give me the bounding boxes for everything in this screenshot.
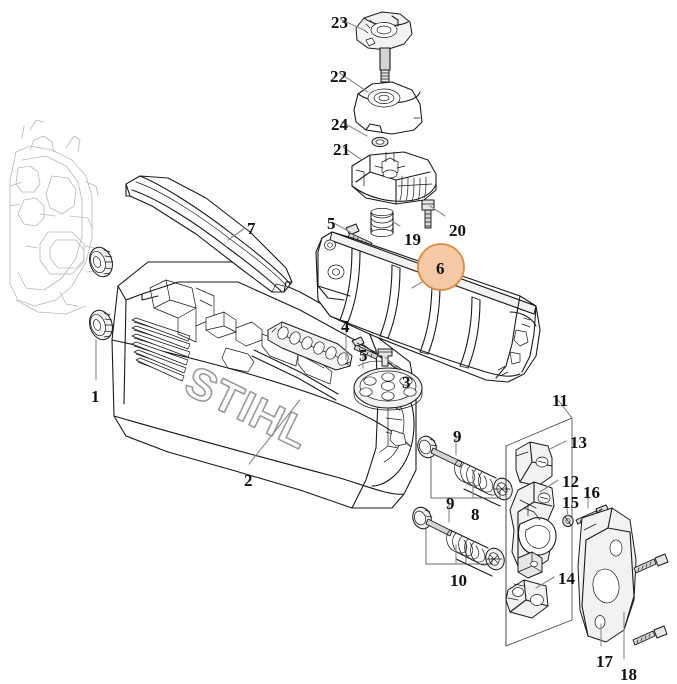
part-8-coil-spring-assembly-upper	[417, 435, 513, 507]
leader-line-20	[429, 205, 446, 217]
leader-line-23	[341, 19, 365, 31]
callout-label-18: 18	[620, 665, 637, 684]
part-7-curved-handle-cover	[125, 175, 293, 293]
part-23-knurled-knob	[355, 11, 413, 83]
leader-line-12	[539, 479, 559, 493]
callout-label-7: 7	[247, 219, 256, 238]
highlight-marker-part-6[interactable]	[417, 243, 465, 291]
callout-leaders	[95, 19, 625, 660]
highlight-circle[interactable]	[417, 243, 465, 291]
callout-label-5b: 5	[327, 214, 336, 233]
callout-label-9b: 9	[446, 494, 455, 513]
callout-label-21: 21	[333, 140, 350, 159]
callout-label-11: 11	[552, 391, 569, 410]
callout-label-19: 19	[404, 230, 421, 249]
part-13-clamp-block	[515, 441, 553, 487]
coil-spring-lower	[446, 529, 493, 577]
callout-label-5: 5	[359, 346, 368, 365]
part-4-perforated-bracket-strip	[267, 321, 353, 371]
callout-label-15: 15	[562, 493, 579, 512]
leader-line-15	[565, 501, 569, 517]
part-24-o-ring	[371, 136, 389, 148]
coil-spring-upper	[454, 459, 501, 507]
engine-context-ghost	[9, 119, 111, 315]
leader-line-11	[557, 399, 573, 419]
part-22-domed-cap	[353, 81, 423, 135]
part-21-ribbed-base-housing	[351, 151, 437, 205]
part-15-flat-washer	[562, 514, 574, 528]
part-18-cover-screw-upper	[633, 553, 669, 574]
part-18-cover-screw-lower	[632, 625, 668, 646]
part-17-cover-plate	[577, 507, 637, 643]
leader-line-24	[341, 121, 368, 137]
part-11-bracket-group	[505, 417, 573, 647]
callout-label-20: 20	[449, 221, 466, 240]
callout-label-4: 4	[341, 317, 350, 336]
leader-line-13	[547, 440, 567, 451]
callout-label-13: 13	[570, 433, 587, 452]
leader-line-5b	[331, 221, 351, 233]
callout-label-1: 1	[91, 387, 100, 406]
part-14-clamp-shoe	[505, 579, 549, 619]
part-1-annular-buffer-lower	[89, 309, 114, 341]
callout-label-24: 24	[331, 115, 348, 134]
part-3-multi-hole-disc	[353, 348, 423, 411]
leader-line-2	[248, 399, 301, 465]
callout-label-3: 3	[402, 373, 411, 392]
callout-label-22: 22	[330, 67, 347, 86]
leader-line-22	[340, 73, 369, 93]
housing-vent-fins	[131, 317, 191, 382]
part-10-coil-spring-assembly-lower	[412, 506, 505, 577]
callout-label-2: 2	[244, 471, 253, 490]
callout-label-6: 6	[436, 259, 445, 278]
leader-line-3	[384, 356, 399, 369]
callout-label-10: 10	[450, 571, 467, 590]
part-19-compression-spring	[370, 208, 394, 237]
callout-label-8: 8	[471, 505, 480, 524]
part-5-pan-head-screw-lower	[351, 336, 380, 360]
part-1-annular-buffer-upper	[89, 246, 114, 278]
leader-line-14	[535, 576, 555, 589]
leader-line-7	[227, 227, 246, 241]
callout-label-16: 16	[583, 483, 600, 502]
part-12-clamp-body	[509, 481, 557, 579]
part-20-mounting-screw	[421, 199, 435, 229]
callout-label-9: 9	[453, 427, 462, 446]
callout-label-17: 17	[596, 652, 613, 671]
leader-line-21	[342, 146, 363, 161]
leader-line-19	[389, 219, 401, 227]
callout-label-23: 23	[331, 13, 348, 32]
callout-label-12: 12	[562, 472, 579, 491]
part-2-main-housing-shell: STIHL	[111, 261, 417, 509]
callout-label-14: 14	[558, 569, 575, 588]
